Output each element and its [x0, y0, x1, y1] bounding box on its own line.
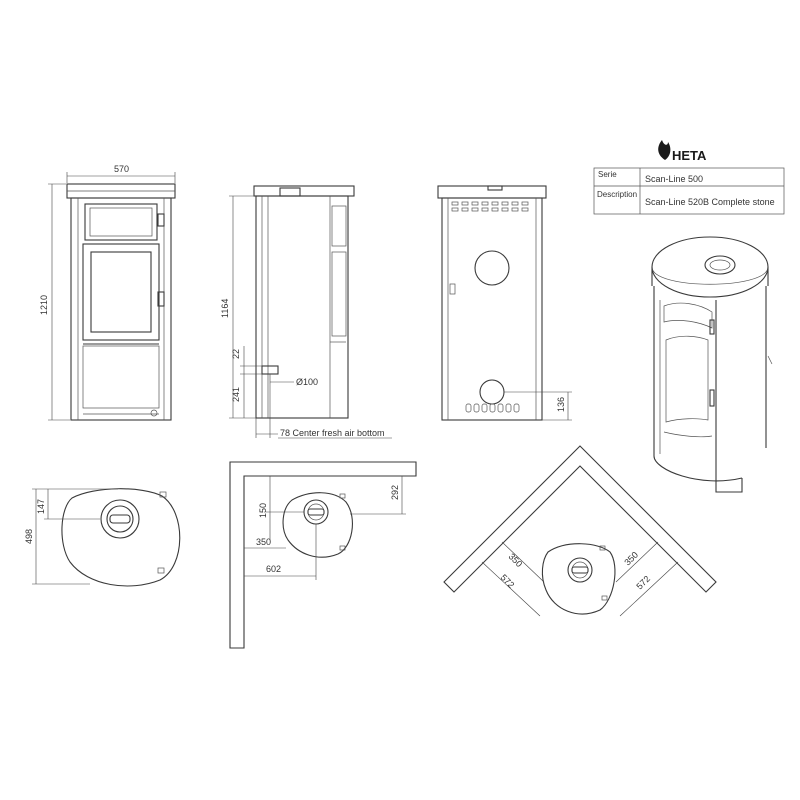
- corner-dim-572-left: 572: [499, 572, 517, 590]
- wall-dim-150: 150: [258, 503, 268, 518]
- brand-name: HETA: [672, 148, 707, 163]
- heta-logo: HETA: [658, 140, 707, 163]
- description-label: Description: [597, 190, 637, 199]
- back-view: 136: [437, 185, 572, 421]
- corner-dim-350-right: 350: [622, 550, 640, 568]
- vent-slots: [451, 201, 529, 212]
- serie-value: Scan-Line 500: [645, 174, 703, 184]
- corner-dim-350-left: 350: [507, 551, 525, 569]
- serie-label: Serie: [598, 170, 617, 179]
- title-block: Serie Scan-Line 500 Description Scan-Lin…: [593, 167, 785, 215]
- front-height-dim: 1210: [39, 295, 49, 315]
- front-view: 570 1210: [39, 164, 176, 421]
- front-width-dim: 570: [114, 164, 129, 174]
- fresh-air-inlet-circle: [479, 379, 505, 405]
- description-value: Scan-Line 520B Complete stone: [645, 197, 775, 207]
- wall-clearance-plan: 150 292 350 602: [229, 461, 417, 649]
- plan-dim-498: 498: [24, 529, 34, 544]
- wall-dim-350: 350: [256, 537, 271, 547]
- plan-view: 147 498: [24, 488, 181, 587]
- side-dim-22: 22: [231, 349, 241, 359]
- bottom-air-slots: [465, 403, 520, 413]
- wall-dim-292: 292: [390, 485, 400, 500]
- wall-dim-602: 602: [266, 564, 281, 574]
- plan-dim-147: 147: [36, 499, 46, 514]
- flue-outlet-circle: [474, 250, 510, 286]
- flue-diameter-dim: Ø100: [296, 377, 318, 387]
- isometric-stove-render: [651, 236, 773, 493]
- fresh-air-note: 78 Center fresh air bottom: [280, 428, 385, 438]
- flame-logo-icon: [658, 140, 671, 160]
- side-height-dim: 1164: [220, 299, 230, 318]
- back-dim-136: 136: [556, 397, 566, 412]
- side-view: 1164 22 241 Ø100 78 Center fresh air bot…: [220, 185, 392, 439]
- corner-clearance-plan: 350 572 350 572: [443, 445, 717, 617]
- side-dim-241: 241: [231, 387, 241, 402]
